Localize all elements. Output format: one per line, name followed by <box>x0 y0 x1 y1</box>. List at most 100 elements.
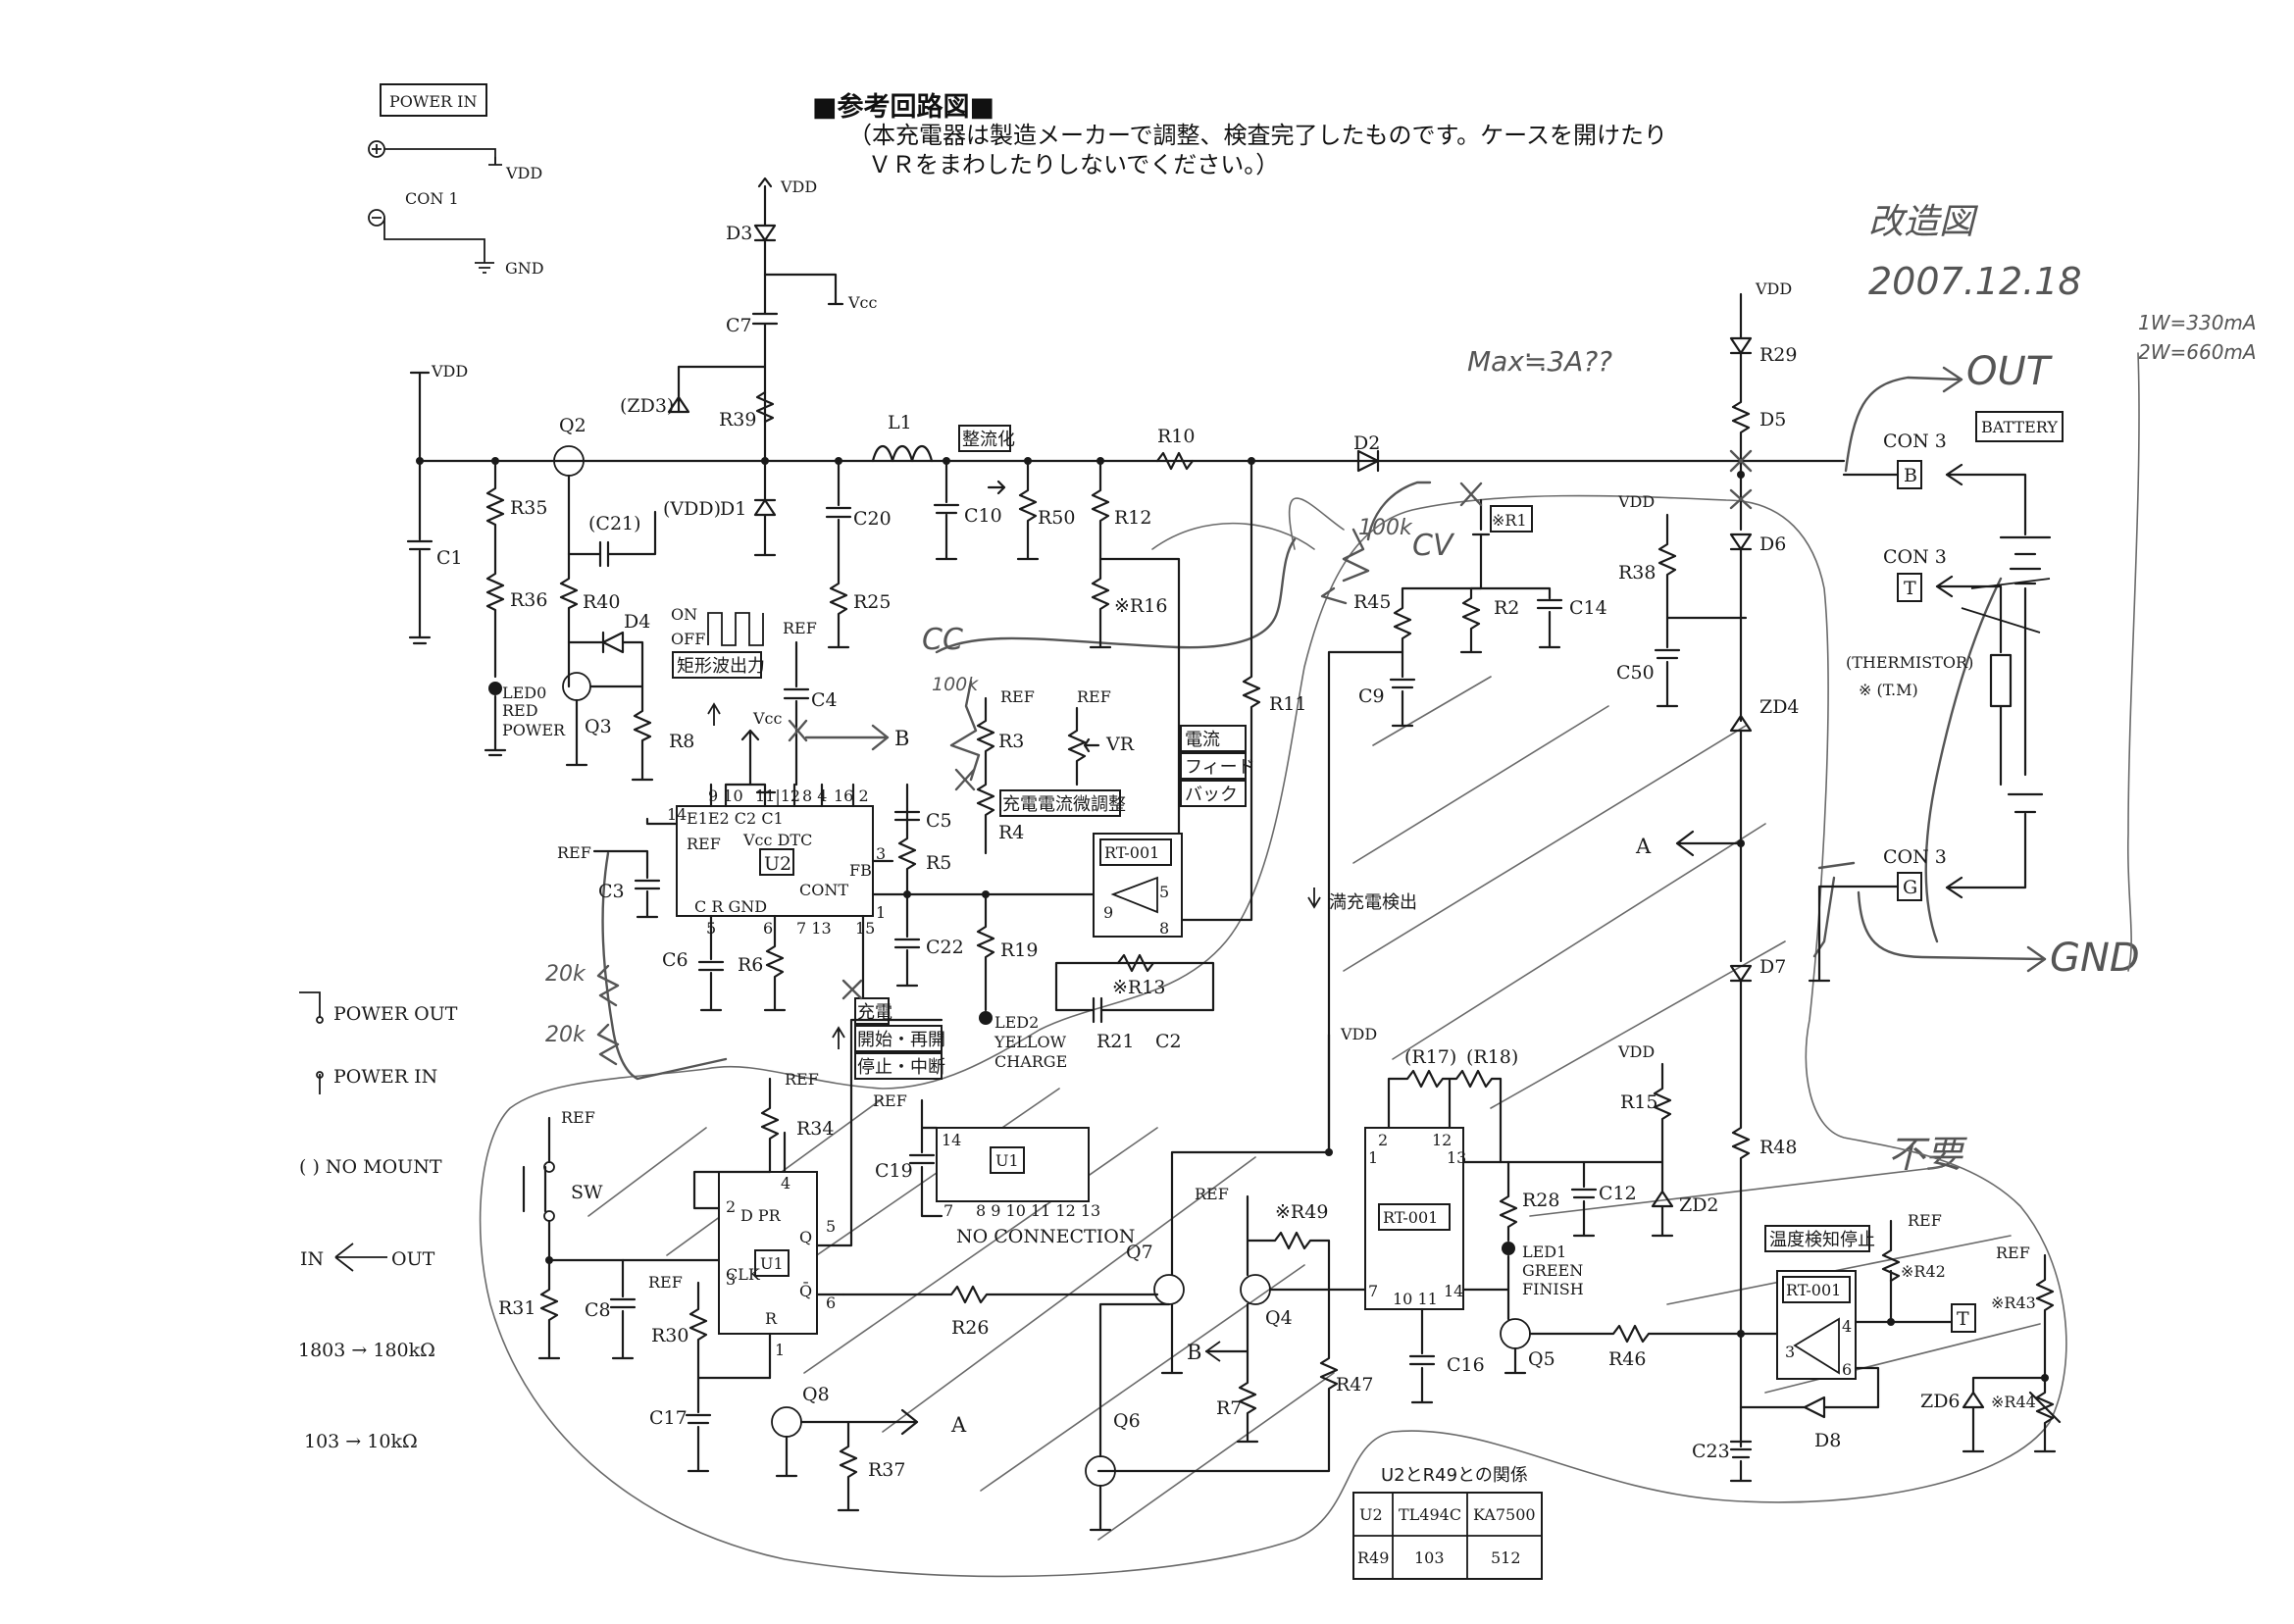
u1-nc-label-box <box>990 1146 1025 1174</box>
top-rail: VDD C1 Q2 R35 R36 LED0 RED POWER (C21) (… <box>406 177 1846 922</box>
a-arrow-icon <box>1675 830 1743 857</box>
u2-vcc-arrow-icon <box>740 729 760 787</box>
u1-pin-4: 4 <box>781 1174 790 1193</box>
u2-pin-7-13: 7 13 <box>796 919 832 938</box>
hand-pot-cc <box>949 680 981 782</box>
full-charge-arrow-icon <box>1307 888 1321 909</box>
label-led1: LED1 <box>1522 1243 1566 1261</box>
cap-c23 <box>1729 1440 1753 1483</box>
label-c12: C12 <box>1599 1183 1637 1204</box>
label-r25: R25 <box>853 591 891 613</box>
up-arrow-icon <box>707 702 721 726</box>
label-ref-vr: REF <box>1077 687 1111 706</box>
label-zd2: ZD2 <box>1679 1194 1719 1216</box>
power-in-box <box>380 83 487 117</box>
label-vdd-paren: (VDD) <box>663 498 721 520</box>
label-u1-r: R <box>765 1309 778 1328</box>
sw-contact-top-icon <box>543 1161 555 1173</box>
u2-label-box <box>759 848 794 876</box>
junction-dot <box>1737 1330 1745 1338</box>
label-temp-stop: 温度検知停止 <box>1769 1230 1875 1250</box>
u2-pin-9-10: 9 10 <box>708 787 743 805</box>
label-led0: LED0 <box>502 684 546 702</box>
power-out-node-icon <box>316 1016 324 1024</box>
switch-sw <box>522 1116 551 1213</box>
start-box-2 <box>854 1025 943 1052</box>
label-terminal-b: B <box>1904 465 1917 486</box>
label-vdd-right: VDD <box>1755 279 1792 298</box>
label-r30: R30 <box>651 1325 688 1346</box>
label-con3-g: CON 3 <box>1883 846 1947 868</box>
hand-pot-100k-cv: 100k <box>1358 516 1413 540</box>
b-arrow-icon <box>804 724 890 751</box>
hand-gnd-arrow <box>1857 890 2047 973</box>
hand-revision: 改造図 <box>1868 202 1979 242</box>
u1-nc-pin-7: 7 <box>943 1201 953 1220</box>
resistor-r42 <box>1881 1219 1901 1283</box>
r1-box <box>1490 505 1533 533</box>
cap-c16 <box>1408 1307 1436 1404</box>
hand-res-20k-2: 20k <box>545 1023 586 1047</box>
label-rt001-3: RT-001 <box>1786 1281 1841 1299</box>
label-r40: R40 <box>583 591 620 613</box>
table-cell-0: R49 <box>1357 1548 1389 1567</box>
label-charge: CHARGE <box>994 1052 1067 1071</box>
junction-dot <box>761 457 769 465</box>
table-header-1: TL494C <box>1399 1505 1461 1524</box>
u2-pin-15: 15 <box>855 919 875 938</box>
thermistor-wire <box>1935 575 2013 787</box>
junction-dots <box>416 457 2049 1382</box>
label-u2-cont: CONT <box>799 881 848 899</box>
vdd-arrow-icon <box>488 157 502 166</box>
legend-no-mount: ( ) NO MOUNT <box>299 1156 442 1178</box>
label-ref-q4: REF <box>1195 1185 1229 1203</box>
hand-max-current: Max≒3A?? <box>1467 345 1612 378</box>
resistor-r3-r4 <box>976 696 995 855</box>
label-finish: FINISH <box>1522 1280 1584 1298</box>
hand-cv-wire <box>1366 481 1432 541</box>
rt001-label-box-3 <box>1782 1276 1851 1303</box>
inductor-l1 <box>871 444 934 463</box>
label-r7: R7 <box>1216 1397 1242 1419</box>
u2-controller: U2 E1E2 C2 C1 Vcc DTC REF CONT FB C R GN… <box>557 619 1255 1080</box>
transistor-q5-icon <box>1500 1318 1531 1349</box>
junction-dot <box>491 457 499 465</box>
right-arrow-icon <box>987 480 1006 495</box>
label-u2: U2 <box>764 853 791 875</box>
label-rt001-1: RT-001 <box>1104 843 1159 862</box>
label-rectify: 整流化 <box>962 430 1015 450</box>
label-u2-pins: E1E2 C2 C1 <box>687 809 784 828</box>
legend-power-in: POWER IN <box>333 1066 437 1088</box>
label-q3: Q3 <box>585 716 612 737</box>
resistor-r19 <box>976 892 995 1012</box>
led2-icon <box>979 1011 993 1025</box>
opamp3-pin-3: 3 <box>1785 1343 1795 1361</box>
r30-c17 <box>685 1281 772 1473</box>
legend-gnd: GND <box>505 259 544 278</box>
label-tm: ※ (T.M) <box>1859 681 1918 699</box>
label-ref-r34: REF <box>785 1070 819 1089</box>
label-vcc-u2: Vcc <box>752 709 783 728</box>
junction-dot <box>1096 457 1104 465</box>
junction-dot <box>982 890 990 898</box>
label-off: OFF <box>671 630 705 648</box>
cap-c14 <box>1469 586 1563 649</box>
u2-pin-8-4: 8 4 <box>802 787 827 805</box>
label-u2-cr: C R GND <box>694 897 767 916</box>
terminal-g-box <box>1897 872 1922 901</box>
hand-pot-cv <box>1320 528 1370 605</box>
label-r15: R15 <box>1620 1091 1657 1113</box>
label-d3: D3 <box>726 223 752 244</box>
table-grid <box>1353 1493 1542 1579</box>
sw-contact-bottom-icon <box>543 1210 555 1222</box>
label-vdd-top: VDD <box>780 178 817 196</box>
label-r8: R8 <box>669 731 694 752</box>
label-vdd-r15: VDD <box>1617 1042 1655 1061</box>
legend-symbols: POWER OUT POWER IN ( ) NO MOUNT IN OUT 1… <box>298 991 458 1452</box>
ground-icon <box>475 262 494 274</box>
table-cell-2: 512 <box>1491 1548 1521 1567</box>
rt001-2-pin-2: 2 <box>1378 1131 1388 1149</box>
label-r16: ※R16 <box>1114 595 1167 617</box>
variable-resistor-vr <box>1067 706 1100 787</box>
hand-gnd: GND <box>2050 936 2140 981</box>
